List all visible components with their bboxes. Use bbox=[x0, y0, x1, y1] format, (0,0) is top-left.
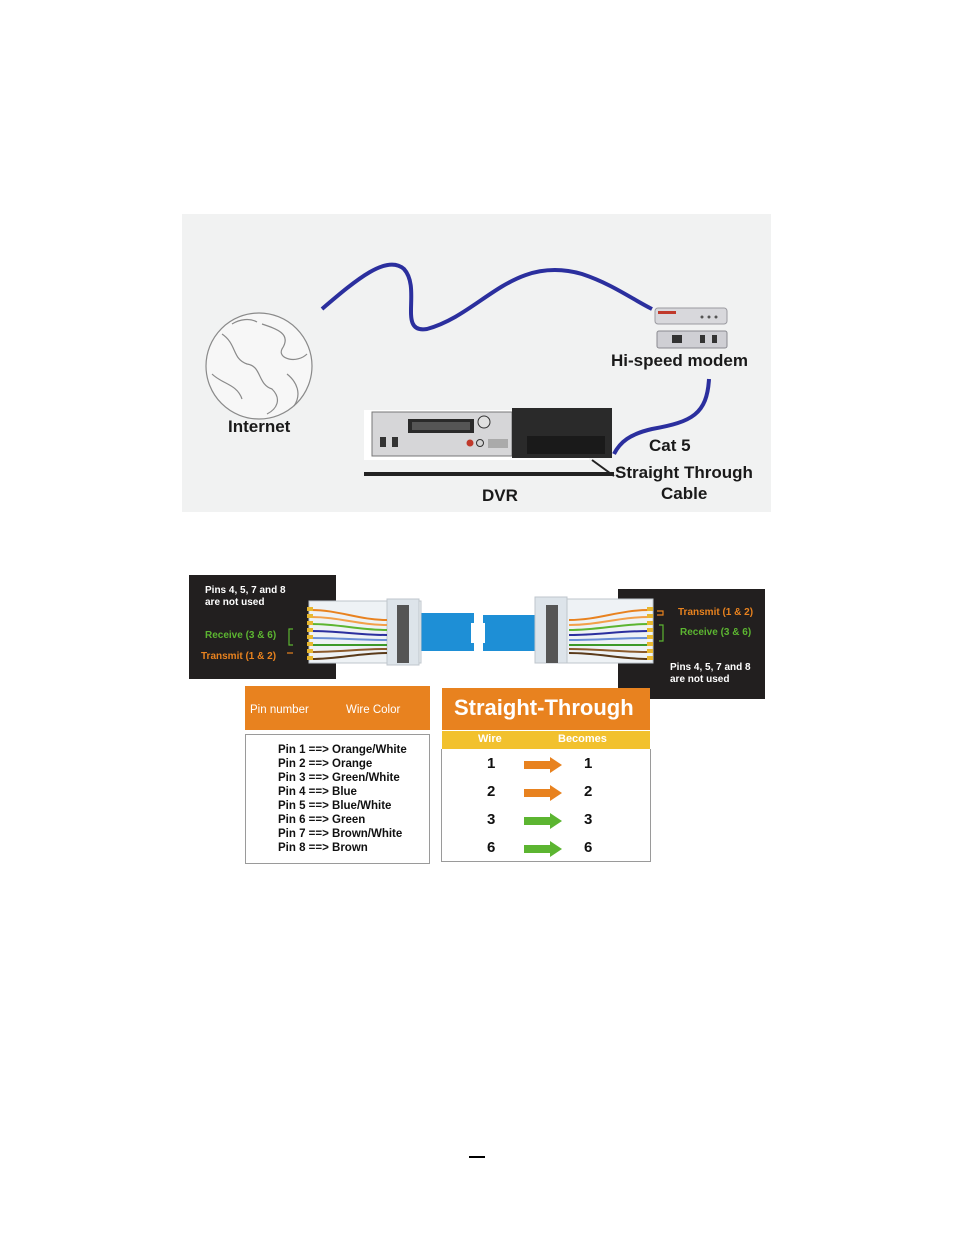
orange-arrow-icon bbox=[524, 785, 564, 801]
modem-icon bbox=[655, 308, 727, 348]
internet-label: Internet bbox=[228, 417, 290, 437]
pin-row: Pin 1 ==> Orange/White bbox=[278, 743, 407, 757]
green-arrow-icon bbox=[524, 841, 564, 857]
becomes-value: 1 bbox=[584, 755, 592, 772]
wire-value: 1 bbox=[487, 755, 495, 772]
right-unused-pins-note: Pins 4, 5, 7 and 8 are not used bbox=[670, 662, 751, 686]
pin-row: Pin 8 ==> Brown bbox=[278, 841, 407, 855]
wire-value: 2 bbox=[487, 783, 495, 800]
pin-number-header: Pin number bbox=[250, 704, 309, 716]
wire-column-header: Wire bbox=[478, 733, 502, 745]
cat5-label: Cat 5 bbox=[649, 436, 691, 456]
right-transmit-label: Transmit (1 & 2) bbox=[678, 607, 753, 619]
wire-value: 3 bbox=[487, 811, 495, 828]
pin-row: Pin 2 ==> Orange bbox=[278, 757, 407, 771]
wire-value: 6 bbox=[487, 839, 495, 856]
pin-row: Pin 4 ==> Blue bbox=[278, 785, 407, 799]
internet-cable bbox=[322, 265, 652, 330]
table-row: 6 6 bbox=[442, 835, 650, 863]
globe-icon bbox=[206, 313, 312, 419]
pin-row: Pin 3 ==> Green/White bbox=[278, 771, 407, 785]
straight-through-label: Straight Through bbox=[615, 463, 753, 483]
dvr-icon bbox=[364, 408, 614, 476]
straight-through-title: Straight-Through bbox=[454, 695, 634, 721]
becomes-value: 3 bbox=[584, 811, 592, 828]
table-row: 1 1 bbox=[442, 751, 650, 779]
cable-label: Cable bbox=[661, 484, 707, 504]
left-unused-pins-note: Pins 4, 5, 7 and 8 are not used bbox=[205, 585, 286, 609]
green-arrow-icon bbox=[524, 813, 564, 829]
pin-row: Pin 5 ==> Blue/White bbox=[278, 799, 407, 813]
left-transmit-label: Transmit (1 & 2) bbox=[201, 651, 276, 663]
right-receive-label: Receive (3 & 6) bbox=[680, 627, 751, 639]
straight-through-header: Straight-Through bbox=[442, 688, 650, 730]
becomes-value: 6 bbox=[584, 839, 592, 856]
network-diagram: Internet Hi-speed modem Cat 5 Straight T… bbox=[182, 214, 771, 512]
pin-table: Pin 1 ==> Orange/White Pin 2 ==> Orange … bbox=[245, 734, 430, 864]
straight-through-table: 1 1 2 2 3 3 6 6 bbox=[441, 749, 651, 862]
page-number-mark bbox=[469, 1156, 485, 1158]
pin-row: Pin 7 ==> Brown/White bbox=[278, 827, 407, 841]
orange-arrow-icon bbox=[524, 757, 564, 773]
table-row: 2 2 bbox=[442, 779, 650, 807]
pin-table-header: Pin number Wire Color bbox=[245, 686, 430, 730]
table-row: 3 3 bbox=[442, 807, 650, 835]
pin-row: Pin 6 ==> Green bbox=[278, 813, 407, 827]
rj45-wiring-diagram: Pins 4, 5, 7 and 8 are not used Receive … bbox=[189, 575, 766, 700]
straight-through-column-headers: Wire Becomes bbox=[442, 731, 650, 749]
wire-color-header: Wire Color bbox=[346, 704, 400, 716]
dvr-label: DVR bbox=[482, 486, 518, 506]
modem-label: Hi-speed modem bbox=[611, 351, 748, 371]
becomes-value: 2 bbox=[584, 783, 592, 800]
left-receive-label: Receive (3 & 6) bbox=[205, 630, 276, 642]
becomes-column-header: Becomes bbox=[558, 733, 607, 745]
